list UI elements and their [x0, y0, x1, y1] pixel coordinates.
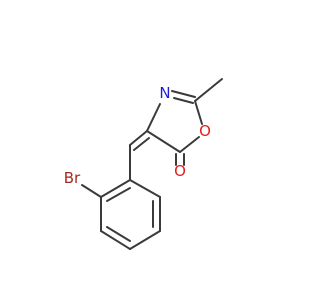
atom-o-ring-label: O	[199, 122, 211, 140]
molecule-structure-diagram: N O O Br	[64, 78, 223, 250]
bond-exocyclic-double-b	[133, 137, 150, 151]
atom-label-layer: N O O Br	[64, 84, 211, 187]
bond-c4-n	[146, 103, 161, 132]
bond-c2-methyl	[194, 78, 223, 102]
bond-ar-4-5	[100, 230, 131, 250]
bond-o1-c5	[179, 136, 200, 153]
bond-c-br	[81, 184, 102, 198]
atom-o-carbonyl-label: O	[174, 162, 186, 180]
atom-br-label: Br	[64, 169, 81, 187]
bond-c5-c4	[146, 130, 181, 153]
bond-layer	[81, 78, 223, 250]
bond-ar-6-1-inner	[106, 187, 131, 202]
bond-c2-o1	[194, 100, 203, 125]
bond-ar-3-4	[129, 230, 161, 250]
bond-n-c2-double-b	[173, 97, 194, 104]
bond-ar-4-5-inner	[106, 226, 131, 242]
bond-ar-6-1	[100, 179, 131, 198]
atom-n-label: N	[159, 84, 170, 102]
bond-ar-1-2	[129, 179, 161, 198]
bond-n-c2-double-a	[171, 90, 196, 98]
bond-exocyclic-double-a	[129, 130, 148, 146]
